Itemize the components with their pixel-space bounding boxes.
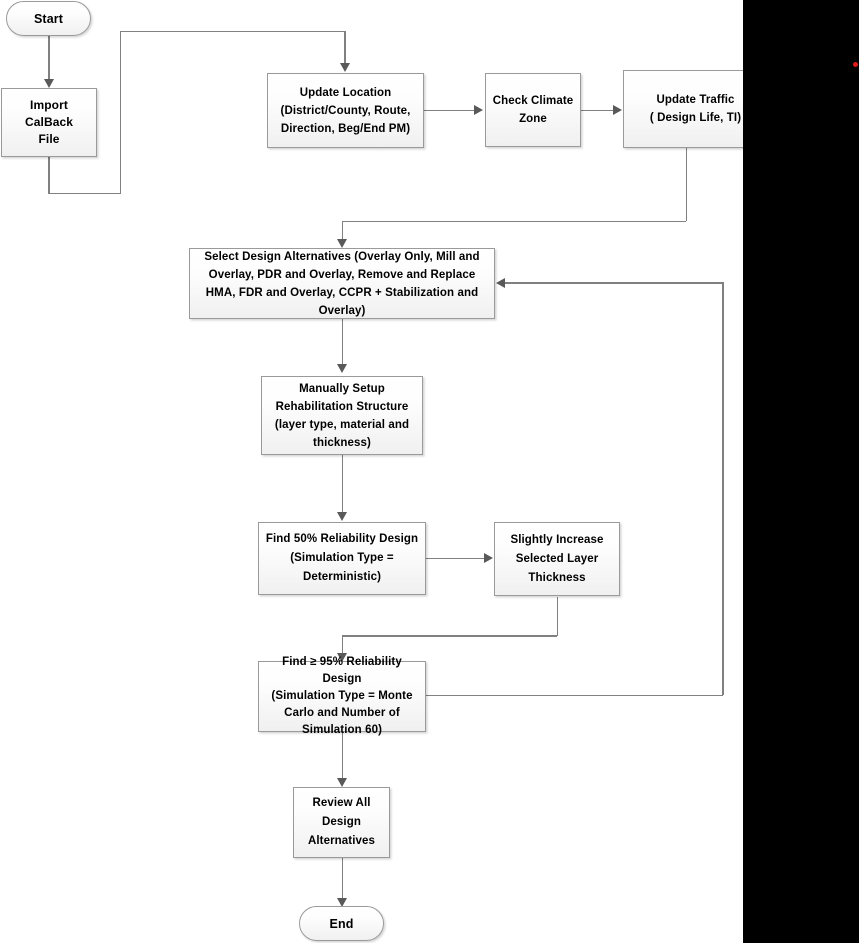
node-review-all-design-label: Review All Design Alternatives bbox=[307, 797, 376, 847]
connector-down-to-find95 bbox=[341, 635, 344, 657]
arrowhead-find-95 bbox=[337, 653, 347, 662]
node-find-50-reliability-label: Find 50% Reliability Design (Simulation … bbox=[265, 533, 419, 583]
connector-select-to-manual bbox=[341, 319, 344, 368]
connector-traffic-left-rail bbox=[342, 220, 686, 223]
connector-import-down bbox=[48, 157, 50, 194]
connector-increase-left-rail bbox=[342, 635, 557, 637]
arrowhead-find-50 bbox=[337, 512, 347, 521]
connector-find95-to-review bbox=[341, 732, 344, 782]
node-check-climate-zone-label: Check Climate Zone bbox=[492, 95, 574, 125]
node-select-design-alternatives-label: Select Design Alternatives (Overlay Only… bbox=[204, 250, 480, 317]
connector-traffic-down bbox=[685, 148, 688, 221]
node-import-calback[interactable]: Import CalBack File bbox=[1, 88, 97, 157]
arrowhead-manual-setup bbox=[337, 364, 347, 373]
red-marker-dot bbox=[853, 62, 858, 67]
connector-import-right bbox=[48, 192, 121, 195]
connector-feedback-left-rail bbox=[505, 282, 723, 284]
node-import-calback-label: Import CalBack File bbox=[24, 98, 74, 146]
arrowhead-review-all bbox=[337, 778, 347, 787]
node-slightly-increase-label: Slightly Increase Selected Layer Thickne… bbox=[510, 533, 604, 584]
arrowhead-check-climate bbox=[474, 105, 483, 115]
node-update-traffic-label: Update Traffic ( Design Life, TI) bbox=[649, 94, 742, 124]
connector-feedback-up bbox=[722, 282, 724, 695]
connector-down-to-update-location bbox=[344, 31, 346, 68]
node-end-label: End bbox=[329, 916, 354, 931]
connector-review-to-end bbox=[341, 858, 344, 902]
node-update-location[interactable]: Update Location (District/County, Route,… bbox=[267, 73, 424, 148]
arrowhead-update-location bbox=[339, 63, 350, 72]
node-find-95-reliability[interactable]: Find ≥ 95% Reliability Design (Simulatio… bbox=[258, 656, 426, 736]
connector-find50-to-increase bbox=[426, 557, 484, 560]
arrowhead-slightly-increase bbox=[484, 553, 493, 563]
connector-start-to-import bbox=[48, 35, 50, 84]
connector-top-rail bbox=[119, 30, 346, 33]
node-find-95-reliability-label: Find ≥ 95% Reliability Design (Simulatio… bbox=[271, 656, 413, 736]
connector-climate-to-traffic bbox=[581, 109, 614, 112]
connector-find95-right bbox=[426, 694, 723, 697]
connector-increase-down bbox=[556, 597, 559, 636]
connector-location-to-climate bbox=[424, 109, 474, 112]
arrowhead-select-design bbox=[337, 239, 347, 248]
node-review-all-design[interactable]: Review All Design Alternatives bbox=[293, 787, 390, 858]
node-end[interactable]: End bbox=[299, 906, 384, 941]
arrowhead-feedback-select-design bbox=[496, 277, 505, 288]
arrowhead-update-traffic bbox=[613, 105, 622, 115]
node-find-50-reliability[interactable]: Find 50% Reliability Design (Simulation … bbox=[258, 522, 426, 595]
occlusion-panel bbox=[743, 0, 859, 943]
connector-down-to-select-design bbox=[341, 221, 344, 243]
node-manually-setup-label: Manually Setup Rehabilitation Structure … bbox=[274, 382, 410, 449]
arrowhead-end bbox=[337, 898, 347, 907]
node-update-location-label: Update Location (District/County, Route,… bbox=[280, 86, 411, 135]
node-check-climate-zone[interactable]: Check Climate Zone bbox=[485, 73, 581, 147]
node-start-label: Start bbox=[34, 11, 63, 26]
node-slightly-increase[interactable]: Slightly Increase Selected Layer Thickne… bbox=[494, 522, 620, 596]
node-select-design-alternatives[interactable]: Select Design Alternatives (Overlay Only… bbox=[189, 248, 495, 319]
connector-manual-to-find50 bbox=[341, 455, 344, 516]
connector-import-up bbox=[119, 31, 122, 193]
node-manually-setup[interactable]: Manually Setup Rehabilitation Structure … bbox=[261, 376, 423, 455]
arrowhead-import-calback bbox=[43, 79, 54, 88]
node-start[interactable]: Start bbox=[6, 1, 91, 36]
